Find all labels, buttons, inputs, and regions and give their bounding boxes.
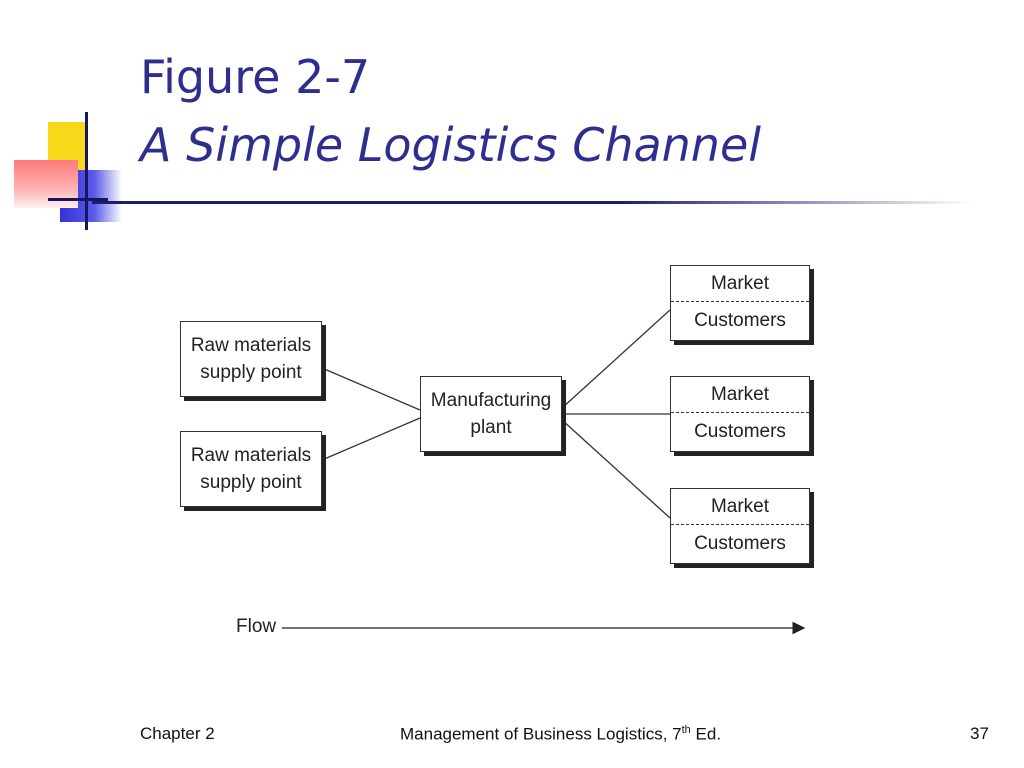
footer-edition-superscript: th	[681, 724, 691, 736]
footer-page-number: 37	[970, 724, 989, 743]
node-label-line2: plant	[470, 417, 512, 438]
customers-label: Customers	[694, 533, 786, 554]
title-underline	[92, 201, 972, 204]
manufacturing-plant-node: Manufacturing plant	[420, 376, 562, 452]
connector-raw2-to-plant	[321, 417, 421, 461]
market-customers-node-3: Market Customers	[670, 488, 810, 564]
raw-materials-supply-point-1: Raw materials supply point	[180, 321, 322, 397]
flow-label: Flow	[236, 616, 277, 637]
raw-materials-supply-point-2: Raw materials supply point	[180, 431, 322, 507]
customers-label: Customers	[694, 310, 786, 331]
decorative-vertical-line	[85, 112, 88, 230]
connector-plant-to-market1	[561, 309, 671, 409]
market-customers-node-2: Market Customers	[670, 376, 810, 452]
connector-plant-to-market3	[561, 419, 671, 519]
footer-chapter: Chapter 2	[140, 724, 215, 743]
market-label: Market	[671, 266, 809, 302]
footer-edition-suffix: Ed.	[690, 724, 722, 744]
market-label: Market	[671, 377, 809, 413]
node-label-line1: Manufacturing	[430, 390, 552, 411]
node-label-line2: supply point	[200, 472, 302, 493]
market-label: Market	[671, 489, 809, 525]
slide-title: Figure 2-7	[140, 50, 371, 104]
node-label-line2: supply point	[200, 362, 302, 383]
node-label-line1: Raw materials	[190, 335, 312, 356]
connector-raw1-to-plant	[321, 367, 421, 411]
footer-book-title: Management of Business Logistics, 7th Ed…	[400, 724, 721, 745]
footer-book-title-main: Management of Business Logistics, 7	[400, 724, 682, 744]
slide-subtitle: A Simple Logistics Channel	[140, 118, 762, 172]
customers-label: Customers	[694, 421, 786, 442]
market-customers-node-1: Market Customers	[670, 265, 810, 341]
decorative-horizontal-line	[48, 198, 108, 201]
node-label-line1: Raw materials	[190, 445, 312, 466]
